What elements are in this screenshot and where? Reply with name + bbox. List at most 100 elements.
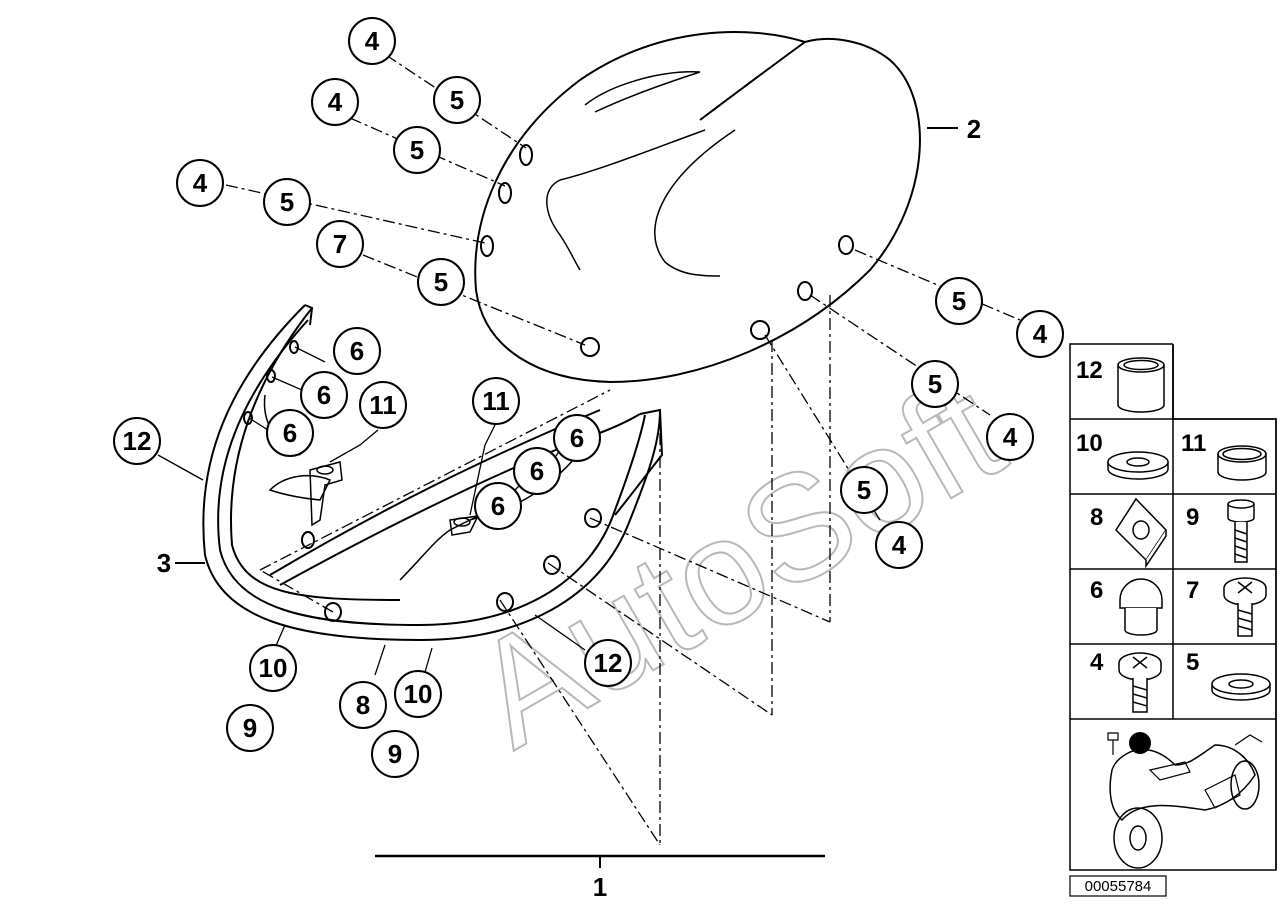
bracket-hole (289, 340, 299, 354)
bushing-icon (1217, 445, 1267, 481)
svg-text:6: 6 (570, 423, 584, 453)
legend-icons (1107, 357, 1271, 713)
dome-nut-icon (1119, 578, 1163, 636)
callout-8: 8 (339, 681, 387, 729)
label-3: 3 (157, 548, 171, 578)
callout-4b: 4 (311, 78, 359, 126)
callout-6a: 6 (333, 327, 381, 375)
callout-6e: 6 (513, 447, 561, 495)
bracket-clip-center (449, 515, 480, 536)
legend-label-4: 4 (1090, 649, 1104, 676)
legend-label-5: 5 (1186, 649, 1199, 676)
bracket-hole (584, 508, 602, 528)
callout-5c: 5 (263, 178, 311, 226)
bracket-nut (453, 517, 471, 527)
legend-label-10: 10 (1076, 430, 1103, 457)
legend-empty-cell (1175, 340, 1280, 418)
svg-text:6: 6 (317, 380, 331, 410)
bracket-hole (324, 602, 342, 622)
watermark: AutoSoft (445, 345, 1027, 778)
windshield-hole (480, 235, 494, 257)
windshield-hole (838, 235, 854, 255)
legend-label-12: 12 (1076, 357, 1103, 384)
svg-text:8: 8 (356, 690, 370, 720)
callout-5f: 5 (911, 360, 959, 408)
svg-text:12: 12 (594, 648, 623, 678)
phillips-screw-icon (1223, 577, 1267, 637)
windshield-contour-1 (584, 71, 701, 113)
svg-text:11: 11 (369, 390, 397, 420)
svg-text:5: 5 (434, 267, 448, 297)
callouts: 4 5 4 5 4 5 7 5 (113, 17, 1064, 902)
callout-5e: 5 (935, 277, 983, 325)
callout-4a: 4 (348, 17, 396, 65)
callout-11a: 11 (359, 381, 407, 429)
svg-text:4: 4 (365, 26, 380, 56)
bracket-mid-edge (217, 319, 646, 627)
callout-11b: 11 (472, 377, 520, 425)
sleeve-icon (1117, 357, 1165, 413)
svg-text:2: 2 (967, 114, 981, 144)
windshield-contour-2 (546, 129, 706, 271)
bracket-outer-edge (202, 304, 661, 642)
location-marker-icon (1129, 732, 1151, 754)
svg-text:4: 4 (892, 530, 907, 560)
bracket-hole (301, 531, 315, 549)
windshield-outline (474, 31, 921, 384)
callout-12b: 12 (584, 639, 632, 687)
svg-text:1: 1 (593, 872, 607, 902)
washer-icon (1211, 673, 1271, 701)
callout-12a: 12 (113, 417, 161, 465)
svg-text:9: 9 (243, 713, 257, 743)
callout-6b: 6 (300, 371, 348, 419)
windshield-hole (580, 337, 600, 357)
svg-text:5: 5 (857, 475, 871, 505)
svg-text:5: 5 (450, 85, 464, 115)
svg-text:11: 11 (482, 386, 510, 416)
bracket-hole (266, 369, 276, 383)
callout-9a: 9 (226, 704, 274, 752)
part-number-box: 00055784 (1069, 875, 1167, 897)
windshield-part (474, 31, 921, 384)
svg-text:4: 4 (1003, 422, 1018, 452)
svg-text:4: 4 (328, 87, 343, 117)
callout-10a: 10 (249, 644, 297, 692)
bracket-hole (543, 555, 561, 575)
windshield-edge-line (699, 41, 806, 121)
windshield-contour-3 (654, 129, 736, 277)
bracket-hole (243, 411, 253, 425)
svg-text:10: 10 (259, 653, 288, 683)
svg-text:6: 6 (283, 418, 297, 448)
callout-6c: 6 (266, 409, 314, 457)
callout-9b: 9 (371, 730, 419, 778)
socket-bolt-icon (1227, 499, 1255, 563)
legend-label-8: 8 (1090, 504, 1103, 531)
svg-text:5: 5 (280, 187, 294, 217)
svg-text:3: 3 (157, 548, 171, 578)
legend-label-7: 7 (1186, 577, 1199, 604)
callout-4d: 4 (1016, 310, 1064, 358)
label-2: 2 (967, 114, 981, 144)
bracket-top-rim (269, 409, 601, 576)
callout-6f: 6 (474, 482, 522, 530)
callout-5b: 5 (393, 126, 441, 174)
legend-label-6: 6 (1090, 577, 1103, 604)
callout-6d: 6 (553, 414, 601, 462)
windshield-hole (797, 281, 813, 301)
svg-text:5: 5 (928, 369, 942, 399)
phillips-screw-icon (1118, 652, 1162, 713)
svg-text:10: 10 (404, 679, 433, 709)
svg-text:6: 6 (491, 491, 505, 521)
windshield-hole (750, 320, 770, 340)
svg-text:5: 5 (952, 286, 966, 316)
bracket-left-tab (304, 304, 314, 326)
bracket-hole (496, 592, 514, 612)
callout-4f: 4 (875, 521, 923, 569)
legend-label-9: 9 (1186, 504, 1199, 531)
svg-text:6: 6 (350, 336, 364, 366)
svg-text:12: 12 (123, 426, 152, 456)
svg-text:6: 6 (530, 456, 544, 486)
legend-label-11: 11 (1181, 430, 1206, 457)
bracket-plate-left (268, 474, 332, 501)
